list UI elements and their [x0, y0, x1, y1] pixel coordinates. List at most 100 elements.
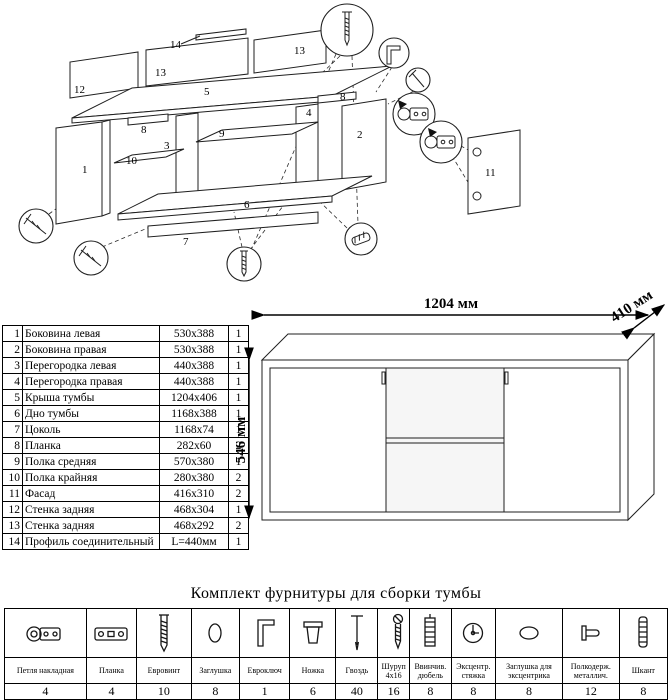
hex-key-icon	[238, 608, 291, 658]
depth-dimension-label: 410 мм	[608, 292, 656, 326]
cabinet-body	[260, 332, 656, 522]
callout-small-screw	[405, 67, 431, 93]
part-number-labels: 14 12 13 5 13 8 8 3 9 10 1 2 4 6 7 11	[74, 35, 496, 248]
part-size: L=440мм	[159, 533, 229, 550]
callout-screw-left-1	[18, 208, 54, 244]
part-name: Фасад	[22, 485, 160, 502]
part-num: 10	[2, 469, 23, 486]
back-panel-middle-shape	[145, 37, 249, 87]
part-name: Перегородка правая	[22, 373, 160, 390]
hardware-qty: 10	[136, 683, 192, 700]
left-door-handle	[381, 371, 386, 385]
part-size: 530x388	[159, 341, 229, 358]
wood-dowel-icon	[618, 608, 669, 658]
callout-hex-key	[378, 37, 410, 69]
hardware-name: Эксцентр. стяжка	[450, 657, 496, 684]
facade-hinge-cup-top	[472, 147, 482, 157]
hardware-qty: 12	[562, 683, 620, 700]
middle-shelf-shape	[195, 121, 319, 143]
nail-icon	[335, 608, 379, 658]
part-size: 280x380	[159, 469, 229, 486]
part-num: 2	[2, 341, 23, 358]
part-size: 416x310	[159, 485, 229, 502]
hardware-name: Заглушка	[190, 657, 240, 684]
callout-confirmat-screw-top	[320, 3, 374, 57]
part-size: 1204x406	[159, 389, 229, 406]
plinth-shape	[147, 211, 319, 238]
hinge-arrow-2	[428, 128, 437, 137]
part-size: 530x388	[159, 325, 229, 342]
part-name: Стенка задняя	[22, 501, 160, 518]
part-size: 440x388	[159, 373, 229, 390]
hardware-qty: 6	[289, 683, 337, 700]
part-name: Цоколь	[22, 421, 160, 438]
part-label-3: 3	[164, 140, 170, 152]
screw-in-dowel-icon	[408, 608, 452, 658]
hardware-name: Петля накладная	[4, 657, 87, 684]
part-label-11: 11	[485, 167, 496, 179]
part-label-7: 7	[183, 236, 189, 248]
part-label-12: 12	[74, 84, 85, 96]
leg-icon	[289, 608, 337, 658]
hardware-name: Ножка	[289, 657, 337, 684]
cabinet-right-face	[627, 332, 655, 522]
hardware-name: Планка	[85, 657, 138, 684]
height-dimension-label: 546 мм	[236, 417, 249, 464]
plank-left-shape	[127, 113, 169, 126]
hardware-names-row: Петля накладная Планка Евровинт Заглушка…	[4, 657, 669, 684]
part-name: Перегородка левая	[22, 357, 160, 374]
callout-confirmat-bottom	[226, 246, 262, 282]
cabinet-parts	[55, 28, 521, 238]
part-label-2: 2	[357, 129, 363, 141]
part-label-8a: 8	[141, 124, 147, 136]
part-num: 7	[2, 421, 23, 438]
cam-cap-icon	[494, 608, 564, 658]
hardware-qty: 4	[4, 683, 87, 700]
hardware-qty-row: 4 4 10 8 1 6 40 16 8 8 8 12 8	[4, 683, 669, 700]
part-num: 8	[2, 437, 23, 454]
callout-screw-left-2	[73, 240, 109, 276]
hardware-kit-title: Комплект фурнитуры для сборки тумбы	[190, 585, 482, 602]
right-door-handle	[504, 371, 509, 385]
part-name: Боковина левая	[22, 325, 160, 342]
hardware-name: Заглушка для эксцентрика	[494, 657, 564, 684]
part-label-13a: 13	[155, 67, 167, 79]
hardware-table: Петля накладная Планка Евровинт Заглушка…	[4, 608, 669, 700]
hardware-qty: 8	[618, 683, 669, 700]
back-panel-left-shape	[69, 51, 139, 99]
hardware-qty: 1	[238, 683, 291, 700]
width-dimension-label: 1204 мм	[424, 296, 478, 312]
part-num: 13	[2, 517, 23, 534]
cap-icon	[190, 608, 240, 658]
side-shelf-shape	[113, 148, 185, 164]
hardware-qty: 8	[408, 683, 452, 700]
hardware-name: Шуруп 4х16	[377, 657, 410, 684]
right-door	[503, 367, 621, 513]
left-divider-shape	[175, 112, 199, 200]
part-name: Планка	[22, 437, 160, 454]
part-label-5: 5	[204, 86, 210, 98]
exploded-view-diagram: 14 12 13 5 13 8 8 3 9 10 1 2 4 6 7 11	[18, 3, 521, 282]
shelf-pin-icon	[562, 608, 620, 658]
hardware-qty: 4	[85, 683, 138, 700]
part-label-10: 10	[126, 155, 138, 167]
part-label-9: 9	[219, 128, 225, 140]
hardware-name: Шкант	[618, 657, 669, 684]
part-size: 282x60	[159, 437, 229, 454]
hardware-name: Евровинт	[136, 657, 192, 684]
hardware-qty: 8	[494, 683, 564, 700]
part-name: Боковина правая	[22, 341, 160, 358]
